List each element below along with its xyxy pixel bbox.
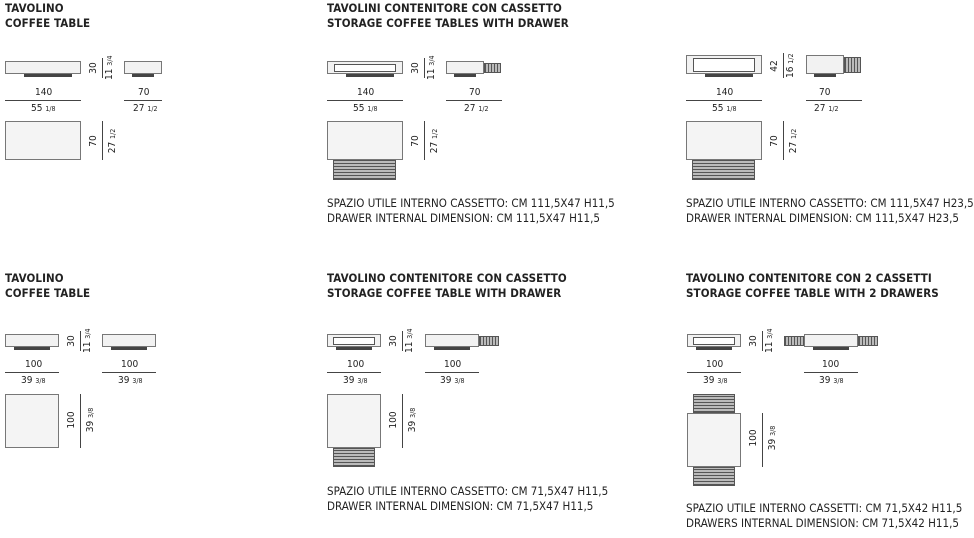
s1-top-view bbox=[5, 121, 81, 160]
s3-height-in: 16 1/2 bbox=[785, 53, 796, 78]
s2-depth-cm: 70 bbox=[469, 87, 481, 98]
s6-note-en: DRAWERS INTERNAL DIMENSION: CM 71,5X42 H… bbox=[686, 516, 959, 530]
s5-depth-cm: 100 bbox=[444, 359, 462, 370]
section5-title-it: TAVOLINO CONTENITORE CON CASSETTO bbox=[327, 271, 567, 285]
s1-width-cm: 140 bbox=[35, 87, 53, 98]
s4-height-cm: 30 bbox=[66, 335, 77, 347]
s3-width-in: 55 1/8 bbox=[712, 103, 737, 114]
s4-depth-cm: 100 bbox=[121, 359, 139, 370]
s1-depth2-cm: 70 bbox=[88, 135, 99, 147]
s5-note-en: DRAWER INTERNAL DIMENSION: CM 71,5X47 H1… bbox=[327, 499, 594, 513]
s1-depth-in: 27 1/2 bbox=[133, 103, 158, 114]
section2-title-it: TAVOLINI CONTENITORE CON CASSETTO bbox=[327, 1, 562, 15]
s1-depth2-in: 27 1/2 bbox=[107, 128, 118, 154]
section1-title-it: TAVOLINO bbox=[5, 1, 64, 15]
s2-depth2-cm: 70 bbox=[410, 135, 421, 147]
s4-top-view bbox=[5, 394, 59, 448]
s3-depth2-in: 27 1/2 bbox=[788, 128, 799, 154]
s6-note-it: SPAZIO UTILE INTERNO CASSETTI: CM 71,5X4… bbox=[686, 501, 963, 515]
s2-depth2-in: 27 1/2 bbox=[429, 128, 440, 154]
s3-note-en: DRAWER INTERNAL DIMENSION: CM 111,5X47 H… bbox=[686, 211, 959, 225]
s6-width-cm: 100 bbox=[706, 359, 724, 370]
s3-depth-in: 27 1/2 bbox=[814, 103, 839, 114]
s2-height-cm: 30 bbox=[410, 62, 421, 74]
section2-title-en: STORAGE COFFEE TABLES WITH DRAWER bbox=[327, 16, 569, 30]
s2-depth-in: 27 1/2 bbox=[464, 103, 489, 114]
s6-width-in: 39 3/8 bbox=[703, 375, 728, 386]
s5-depth2-cm: 100 bbox=[388, 411, 399, 429]
s1-height-cm: 30 bbox=[88, 62, 99, 74]
s5-width-in: 39 3/8 bbox=[343, 375, 368, 386]
s2-width-cm: 140 bbox=[357, 87, 375, 98]
s6-depth-in: 39 3/8 bbox=[819, 375, 844, 386]
s6-depth2-in: 39 3/8 bbox=[767, 425, 778, 451]
s4-depth2-cm: 100 bbox=[66, 411, 77, 429]
s2-width-in: 55 1/8 bbox=[353, 103, 378, 114]
s4-depth2-in: 39 3/8 bbox=[85, 407, 96, 433]
s3-depth-cm: 70 bbox=[819, 87, 831, 98]
section1-title-en: COFFEE TABLE bbox=[5, 16, 91, 30]
section6-title-it: TAVOLINO CONTENITORE CON 2 CASSETTI bbox=[686, 271, 932, 285]
s1-depth-cm: 70 bbox=[138, 87, 150, 98]
s2-note-it: SPAZIO UTILE INTERNO CASSETTO: CM 111,5X… bbox=[327, 196, 615, 210]
s4-width-in: 39 3/8 bbox=[21, 375, 46, 386]
s4-width-cm: 100 bbox=[25, 359, 43, 370]
s1-width-in: 55 1/8 bbox=[31, 103, 56, 114]
s2-height-in: 11 3/4 bbox=[426, 55, 437, 80]
s4-depth-in: 39 3/8 bbox=[118, 375, 143, 386]
section4-title-it: TAVOLINO bbox=[5, 271, 64, 285]
s6-depth2-cm: 100 bbox=[748, 429, 759, 447]
s5-depth-in: 39 3/8 bbox=[440, 375, 465, 386]
s6-height-cm: 30 bbox=[748, 335, 759, 347]
s5-note-it: SPAZIO UTILE INTERNO CASSETTO: CM 71,5X4… bbox=[327, 484, 609, 498]
section4-title-en: COFFEE TABLE bbox=[5, 286, 91, 300]
s4-height-in: 11 3/4 bbox=[82, 328, 93, 353]
s6-height-in: 11 3/4 bbox=[764, 328, 775, 353]
s3-height-cm: 42 bbox=[769, 60, 780, 72]
section5-title-en: STORAGE COFFEE TABLE WITH DRAWER bbox=[327, 286, 562, 300]
s5-height-in: 11 3/4 bbox=[404, 328, 415, 353]
s2-note-en: DRAWER INTERNAL DIMENSION: CM 111,5X47 H… bbox=[327, 211, 600, 225]
section6-title-en: STORAGE COFFEE TABLE WITH 2 DRAWERS bbox=[686, 286, 939, 300]
s5-depth2-in: 39 3/8 bbox=[407, 407, 418, 433]
s5-height-cm: 30 bbox=[388, 335, 399, 347]
s5-width-cm: 100 bbox=[347, 359, 365, 370]
s3-note-it: SPAZIO UTILE INTERNO CASSETTO: CM 111,5X… bbox=[686, 196, 974, 210]
s6-depth-cm: 100 bbox=[822, 359, 840, 370]
s3-width-cm: 140 bbox=[716, 87, 734, 98]
s3-depth2-cm: 70 bbox=[769, 135, 780, 147]
s1-height-in: 11 3/4 bbox=[104, 55, 115, 80]
